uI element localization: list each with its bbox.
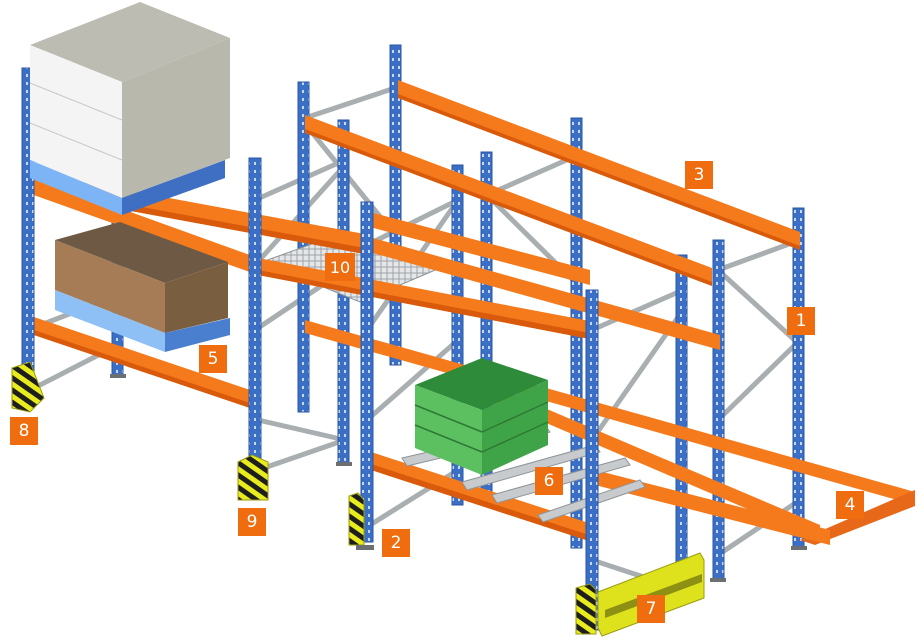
- callout-1-upright-frame[interactable]: 1: [787, 307, 815, 335]
- palletized-load: [29, 2, 230, 215]
- callout-3-beam[interactable]: 3: [685, 161, 713, 189]
- cardboard-box-on-pallet: [55, 222, 230, 352]
- callout-6-support-bars[interactable]: 6: [535, 467, 563, 495]
- callout-2-column-protector[interactable]: 2: [382, 529, 410, 557]
- callout-9-column-guard[interactable]: 9: [238, 508, 266, 536]
- base-plates: [110, 374, 807, 582]
- front-uprights: [21, 67, 599, 631]
- column-guard-9: [237, 454, 269, 501]
- front-beams: [28, 172, 830, 545]
- column-guard-8: [11, 361, 45, 413]
- callout-7-end-guard[interactable]: 7: [637, 595, 665, 623]
- frame-bracing: [25, 85, 803, 593]
- callout-10-mesh-decking[interactable]: 10: [325, 253, 355, 281]
- green-metal-crate: [414, 358, 549, 475]
- callout-8-corner-guard[interactable]: 8: [10, 417, 38, 445]
- callout-4-end-beam[interactable]: 4: [836, 491, 864, 519]
- column-guard-2: [348, 492, 365, 546]
- callout-5-pallet-support[interactable]: 5: [199, 345, 227, 373]
